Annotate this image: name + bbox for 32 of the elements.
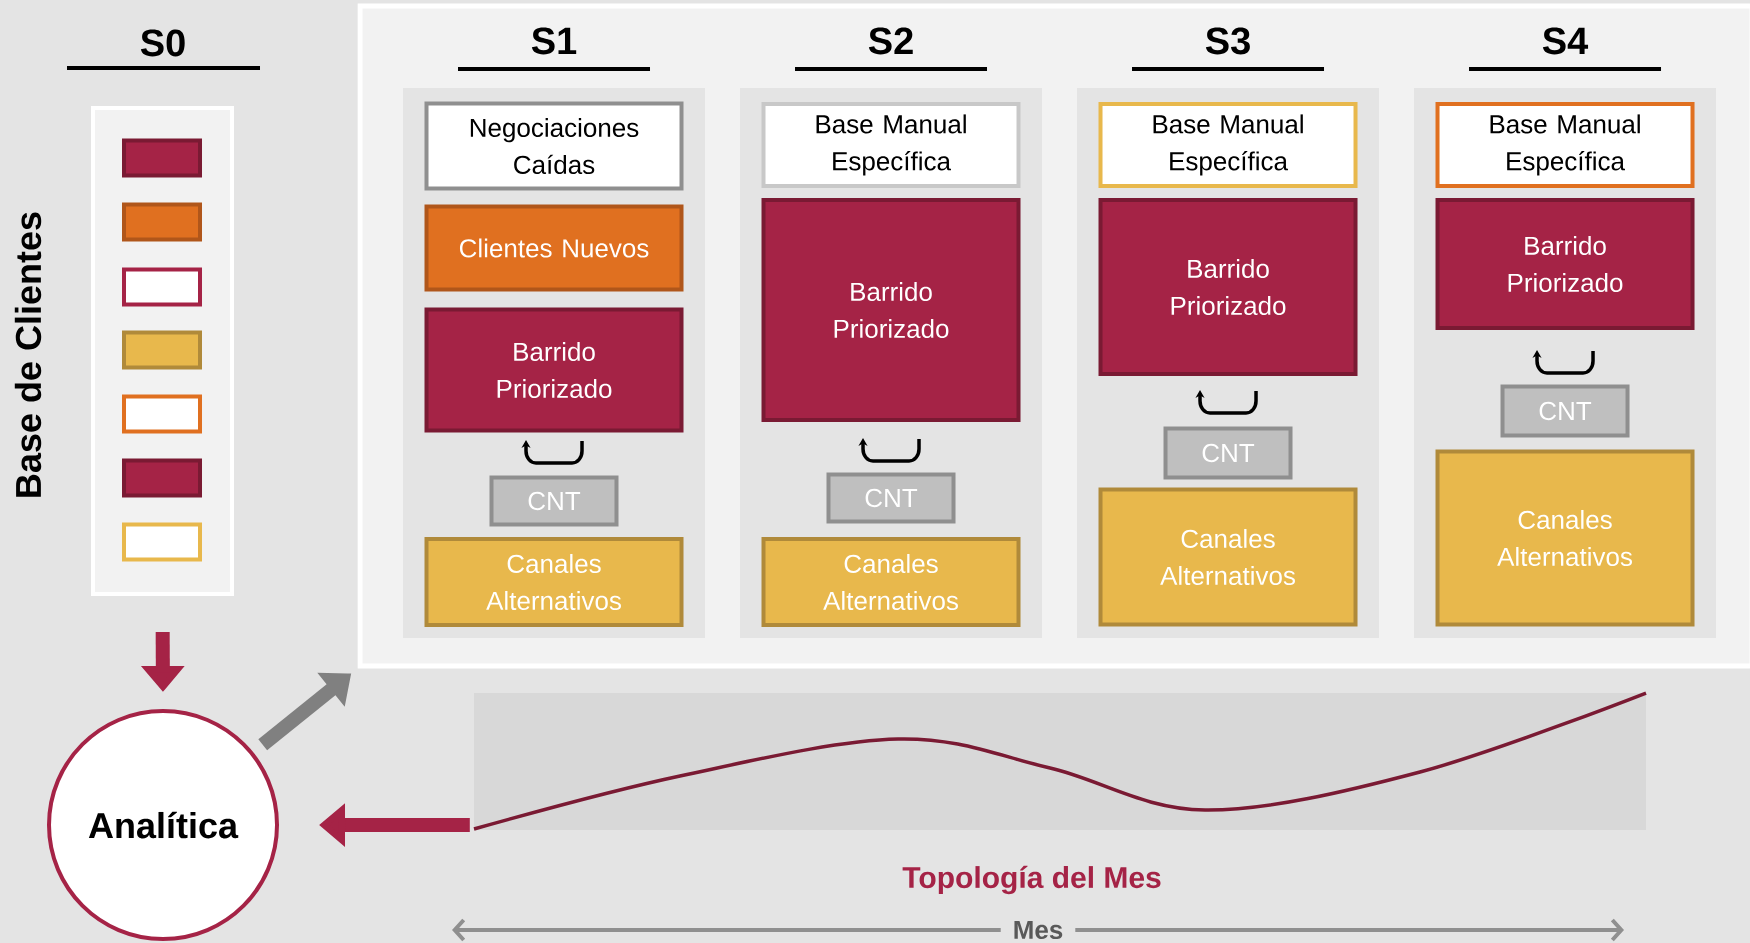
- axis-title: Base de Clientes: [14, 212, 42, 497]
- label-box: Base Manual Específica: [1435, 102, 1695, 188]
- label-box: CNT: [489, 475, 619, 527]
- node-label: S4: [1542, 27, 1589, 55]
- node-label: S3: [1205, 27, 1250, 55]
- color-swatch: [122, 394, 202, 434]
- label-box: Canales Alternativos: [761, 537, 1021, 627]
- label-box: Barrido Priorizado: [761, 198, 1021, 422]
- color-swatch: [122, 522, 202, 562]
- color-swatch: [122, 138, 202, 178]
- label-box: Canales Alternativos: [424, 537, 684, 627]
- label-box: Canales Alternativos: [1098, 487, 1358, 627]
- label-box: CNT: [1163, 426, 1293, 480]
- node-label: S1: [531, 27, 577, 55]
- color-swatch: [122, 458, 202, 498]
- label-box: Barrido Priorizado: [1098, 198, 1358, 376]
- label-box: Clientes Nuevos: [424, 204, 684, 292]
- label-box: Base Manual Específica: [1098, 102, 1358, 188]
- label-box: Canales Alternativos: [1435, 449, 1695, 627]
- label-box: CNT: [1500, 384, 1630, 438]
- label-box: CNT: [826, 472, 956, 524]
- label-box: Negociaciones Caídas: [424, 101, 684, 191]
- month-band: Topología del Mes: [474, 693, 1646, 895]
- color-swatch: [122, 202, 202, 242]
- node-label: S2: [868, 27, 913, 55]
- node-label: Topología del Mes: [902, 865, 1161, 895]
- label-box: Barrido Priorizado: [424, 307, 684, 433]
- node-label: S0: [140, 29, 185, 57]
- label-box: Barrido Priorizado: [1435, 198, 1695, 330]
- color-swatch: [122, 267, 202, 307]
- color-swatch: [122, 330, 202, 370]
- label-box: Base Manual Específica: [761, 102, 1021, 188]
